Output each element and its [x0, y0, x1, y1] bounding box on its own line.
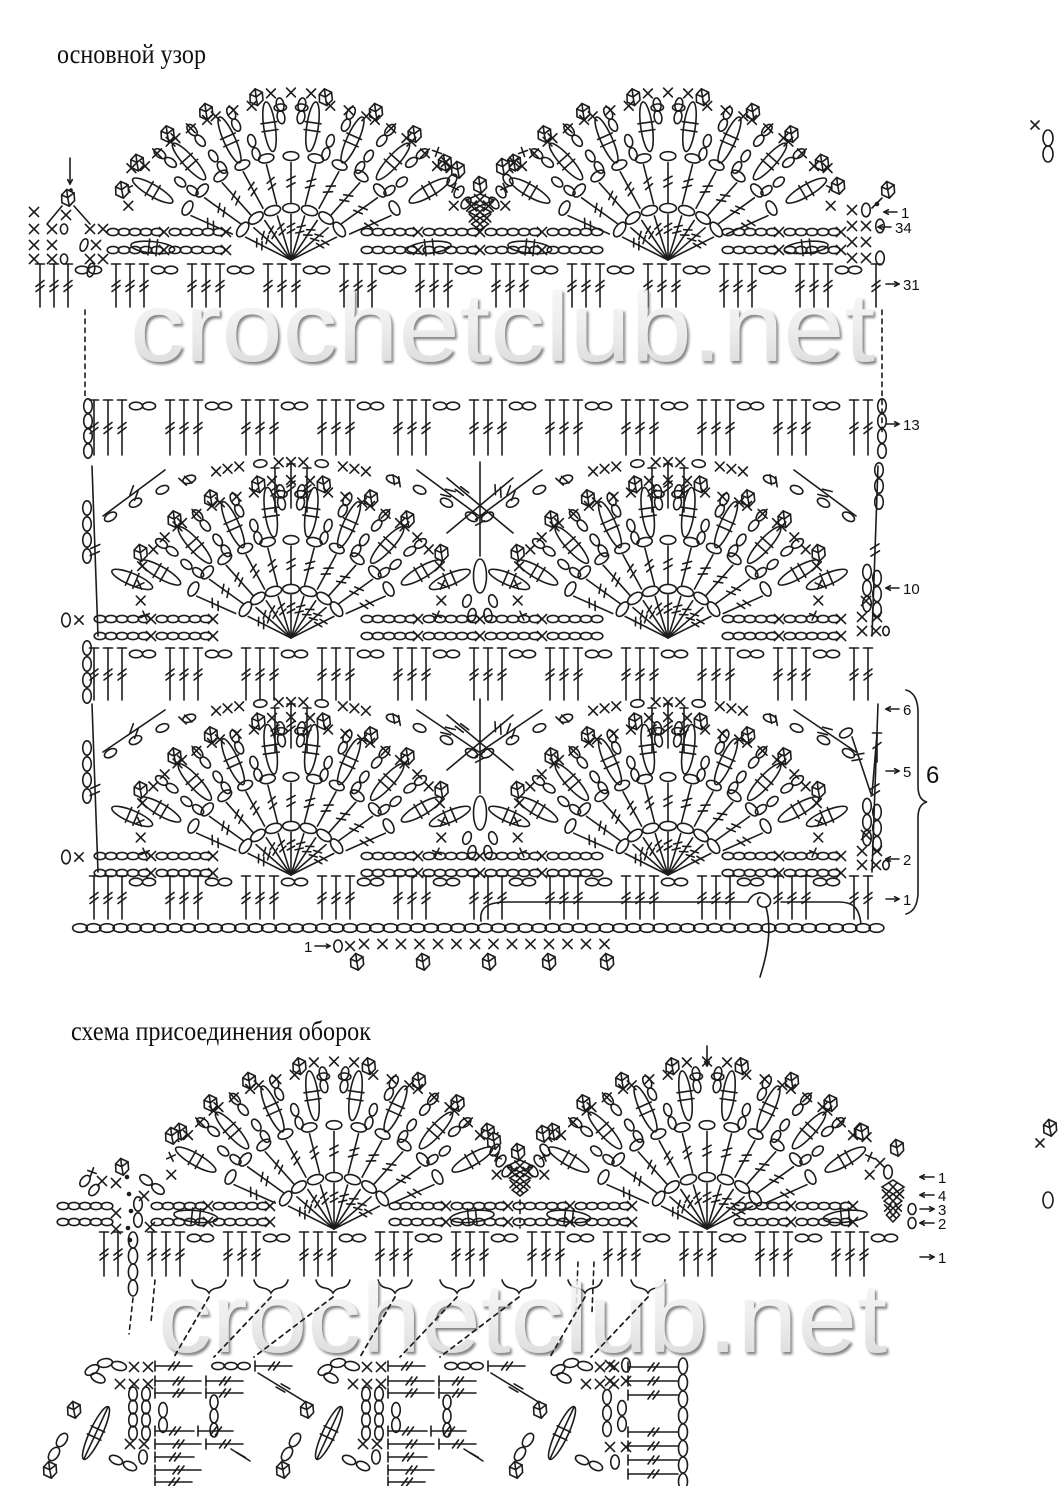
svg-text:crochetclub.net: crochetclub.net [130, 272, 875, 382]
svg-text:6: 6 [903, 702, 911, 719]
svg-text:31: 31 [903, 277, 920, 294]
svg-text:5: 5 [903, 764, 911, 781]
svg-text:10: 10 [903, 581, 920, 598]
svg-text:6: 6 [926, 762, 939, 789]
svg-text:4: 4 [938, 1188, 946, 1205]
svg-text:схема присоединения оборок: схема присоединения оборок [71, 1016, 372, 1046]
svg-text:1: 1 [901, 205, 909, 222]
svg-text:34: 34 [895, 220, 912, 237]
svg-text:1: 1 [938, 1250, 946, 1267]
svg-text:2: 2 [938, 1216, 946, 1233]
svg-text:crochetclub.net: crochetclub.net [158, 1263, 887, 1373]
svg-text:1: 1 [903, 892, 911, 909]
svg-text:2: 2 [903, 852, 911, 869]
svg-text:основной узор: основной узор [57, 39, 206, 69]
svg-text:1: 1 [938, 1170, 946, 1187]
svg-text:3: 3 [938, 1202, 946, 1219]
svg-text:1: 1 [304, 939, 312, 956]
svg-text:13: 13 [903, 417, 920, 434]
